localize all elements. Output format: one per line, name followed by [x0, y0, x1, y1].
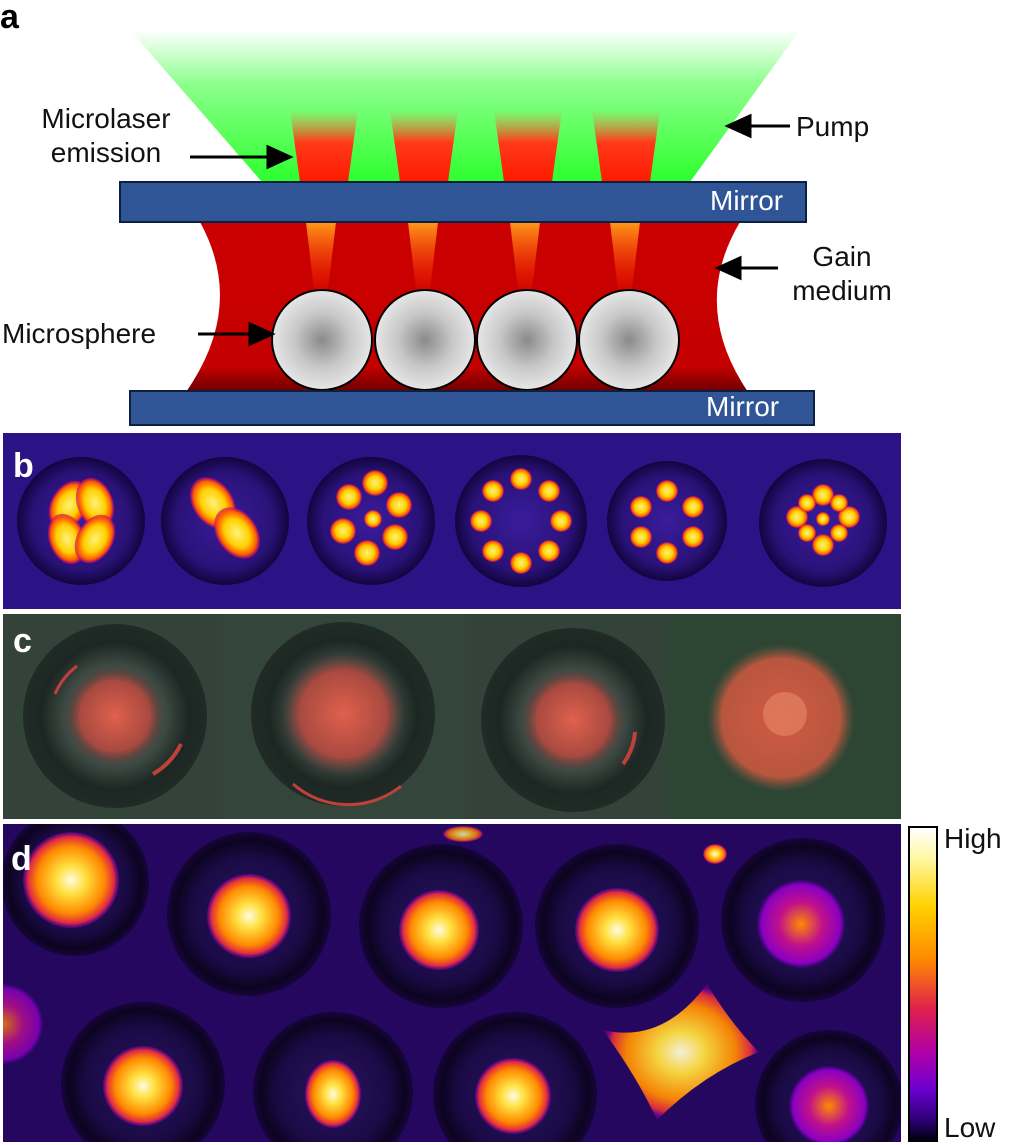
- microlaser-spot: [103, 1046, 183, 1126]
- gain-medium-label: Gain medium: [792, 240, 892, 308]
- emission-beam: [592, 110, 660, 182]
- panel-c: c: [3, 614, 901, 819]
- gain-label-line2: medium: [792, 275, 892, 306]
- microlaser-emission-label: Microlaser emission: [26, 102, 186, 170]
- brightfield-image-4: [669, 614, 901, 819]
- panel-a-schematic: [119, 30, 815, 426]
- emission-beam: [390, 110, 458, 182]
- panel-a: a Microlaser emission Pump Mirror Gain m…: [0, 0, 1011, 430]
- pump-light: [130, 30, 800, 182]
- cavity-beam: [306, 222, 336, 290]
- panel-d-images: [3, 824, 901, 1142]
- emission-beam: [290, 110, 358, 182]
- microlaser-spot: [475, 1058, 551, 1134]
- mode-image-1: [3, 433, 151, 609]
- panel-c-images: [3, 614, 901, 819]
- brightfield-image-3: [465, 614, 669, 819]
- gain-medium-emission: [603, 984, 759, 1120]
- microlaser-label-line2: emission: [50, 137, 162, 168]
- mirror-bottom: [129, 390, 815, 426]
- pump-label: Pump: [796, 111, 870, 142]
- mirror-top: [119, 181, 807, 223]
- panel-letter-b: b: [13, 447, 34, 485]
- microlaser-spot: [789, 1066, 869, 1142]
- colorbar-high-label: High: [944, 823, 1002, 854]
- microlaser-spot: [575, 888, 659, 972]
- microsphere-label: Microsphere: [2, 318, 157, 349]
- microlaser-spot: [757, 880, 845, 968]
- brightfield-image-1: [3, 614, 223, 819]
- microlaser-spot: [399, 890, 479, 970]
- panel-letter-d: d: [11, 840, 32, 878]
- brightfield-image-2: [223, 614, 465, 819]
- microsphere: [374, 289, 476, 391]
- cavity-beam: [408, 222, 438, 290]
- mirror-bottom-label: Mirror: [706, 391, 780, 422]
- emission-beam: [494, 110, 562, 182]
- mirror-top-label: Mirror: [710, 185, 784, 216]
- microlaser-label-line1: Microlaser: [41, 103, 171, 134]
- microlaser-spot: [305, 1060, 361, 1128]
- cavity-beam: [610, 222, 640, 290]
- gain-label-line1: Gain: [812, 241, 872, 272]
- panel-letter-c: c: [13, 622, 32, 660]
- mode-image-6: [743, 433, 901, 609]
- cavity-beam: [510, 222, 540, 290]
- panel-b: b: [3, 433, 901, 609]
- microlaser-spot: [207, 874, 291, 958]
- microsphere: [271, 289, 373, 391]
- microsphere: [578, 289, 680, 391]
- panel-b-images: [3, 433, 901, 609]
- microlaser-spot: [23, 832, 119, 928]
- mode-image-3: [299, 433, 447, 609]
- mode-image-4: [447, 433, 597, 609]
- mode-image-2: [151, 433, 299, 609]
- panel-d: d: [3, 824, 901, 1142]
- colorbar-low-label: Low: [944, 1112, 996, 1143]
- panel-letter-a: a: [0, 0, 19, 36]
- callout-arrows: [190, 113, 790, 347]
- mode-image-5: [597, 433, 743, 609]
- colorbar: [908, 826, 938, 1142]
- microsphere: [476, 289, 578, 391]
